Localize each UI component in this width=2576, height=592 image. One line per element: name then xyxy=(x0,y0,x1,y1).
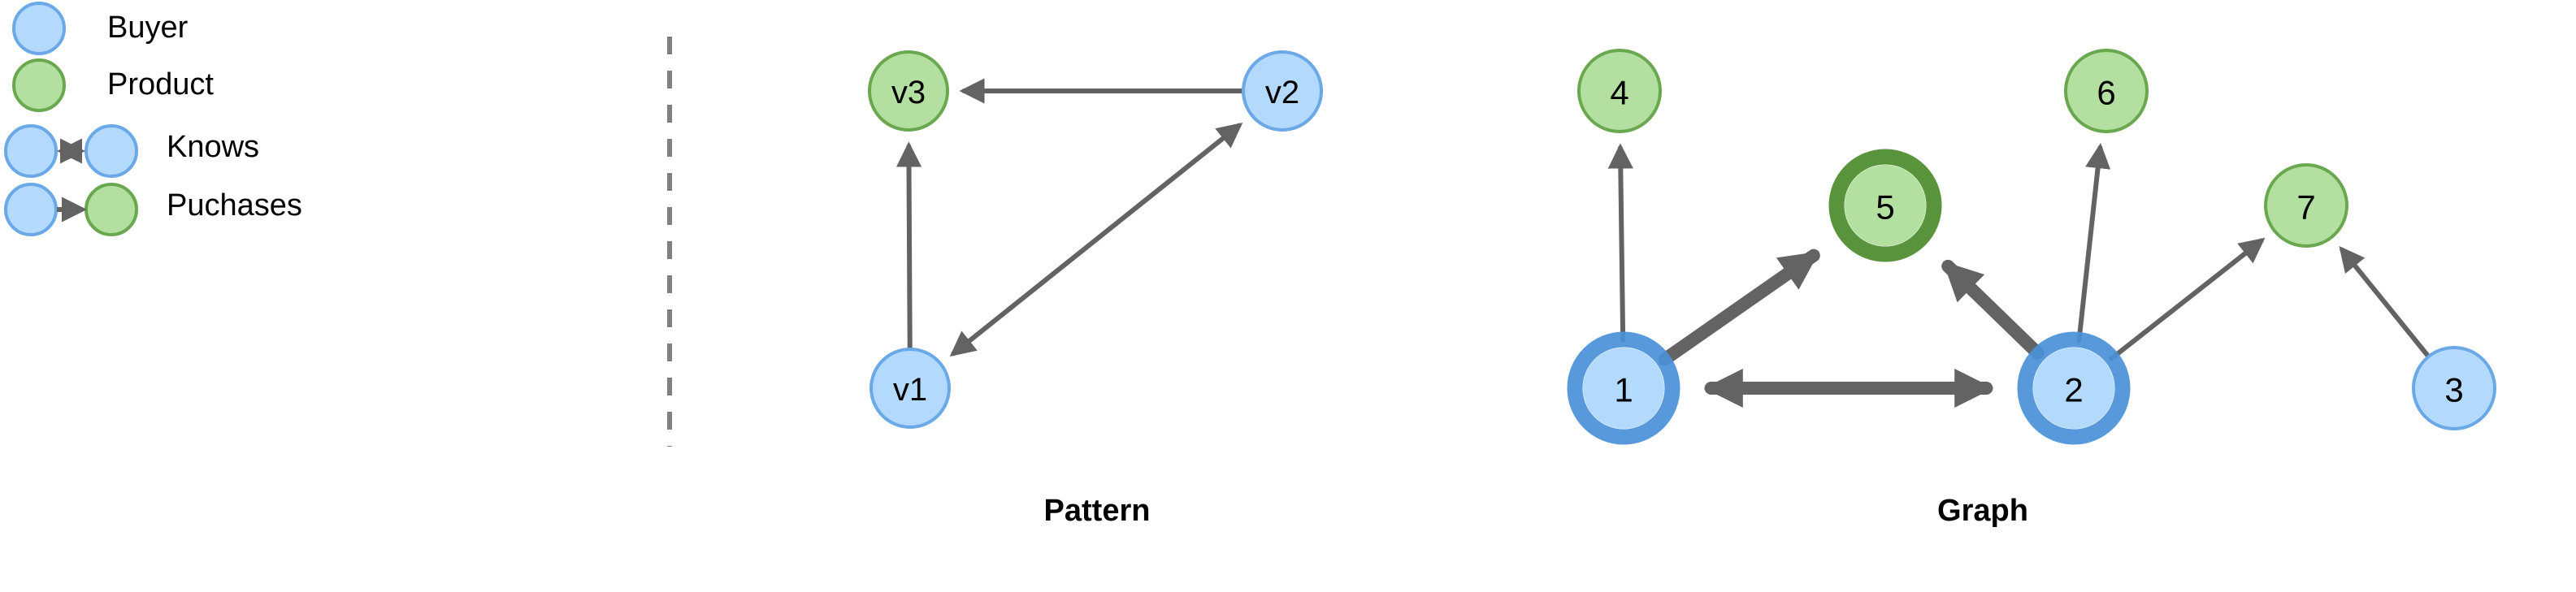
pattern-node-v3[interactable]: v3 xyxy=(868,50,949,132)
graph-node-3[interactable]: 3 xyxy=(2412,346,2496,430)
legend-edge-puchases xyxy=(4,183,138,236)
graph-edge-2-7 xyxy=(2109,237,2266,361)
graph-node-5-highlight-ring xyxy=(1828,149,1942,262)
graph-caption: Graph xyxy=(1937,494,2028,528)
graph-node-1[interactable]: 1 xyxy=(1567,331,1680,445)
graph-edge-2-5 xyxy=(1941,259,2045,360)
pattern-node-v1-circle[interactable] xyxy=(870,348,951,429)
pattern-node-v2-circle[interactable] xyxy=(1242,50,1323,132)
graph-node-2[interactable]: 2 xyxy=(2017,331,2131,445)
pattern-node-v1[interactable]: v1 xyxy=(870,348,951,429)
legend xyxy=(4,2,138,236)
pattern-edge-v1-v2 xyxy=(949,122,1243,357)
graph-node-4-circle[interactable] xyxy=(1577,49,1662,133)
legend-edge-knows xyxy=(4,124,138,178)
legend-label-knows: Knows xyxy=(167,130,260,164)
pattern-edges xyxy=(896,78,1244,357)
graph-node-3-circle[interactable] xyxy=(2412,346,2496,430)
legend-knows-node-to xyxy=(85,124,138,178)
pattern-node-v2[interactable]: v2 xyxy=(1242,50,1323,132)
legend-puchases-node-to xyxy=(85,183,138,236)
graph-node-1-highlight-ring xyxy=(1567,331,1680,445)
graph-node-1-circle[interactable] xyxy=(1583,348,1664,429)
pattern-caption: Pattern xyxy=(1043,494,1151,528)
graph-node-5[interactable]: 5 xyxy=(1828,149,1942,262)
graph-node-2-highlight-ring xyxy=(2017,331,2131,445)
legend-swatch-product xyxy=(12,58,66,112)
pattern-node-v3-circle[interactable] xyxy=(868,50,949,132)
graph-edge-2-6 xyxy=(2076,142,2111,344)
graph-edge-1-5 xyxy=(1658,248,1820,366)
graph-node-5-circle[interactable] xyxy=(1845,165,1926,246)
graph-edges xyxy=(1607,142,2431,408)
legend-label-puchases: Puchases xyxy=(167,188,302,223)
graph-node-6-circle[interactable] xyxy=(2064,49,2149,133)
graph-edge-1-4 xyxy=(1607,143,1633,344)
legend-knows-node-from xyxy=(4,124,58,178)
legend-puchases-node-from xyxy=(4,183,58,236)
graph-edge-3-7 xyxy=(2339,246,2431,358)
graph-nodes: 1 2 3 4 5 6 7 xyxy=(1567,49,2496,445)
legend-label-product: Product xyxy=(107,67,214,102)
legend-label-buyer: Buyer xyxy=(107,11,189,45)
graph-node-4[interactable]: 4 xyxy=(1577,49,1662,133)
graph-node-7-circle[interactable] xyxy=(2264,163,2348,248)
graph-node-6[interactable]: 6 xyxy=(2064,49,2149,133)
graph-node-2-circle[interactable] xyxy=(2033,348,2114,429)
legend-swatch-buyer xyxy=(12,2,66,55)
graph-node-7[interactable]: 7 xyxy=(2264,163,2348,248)
